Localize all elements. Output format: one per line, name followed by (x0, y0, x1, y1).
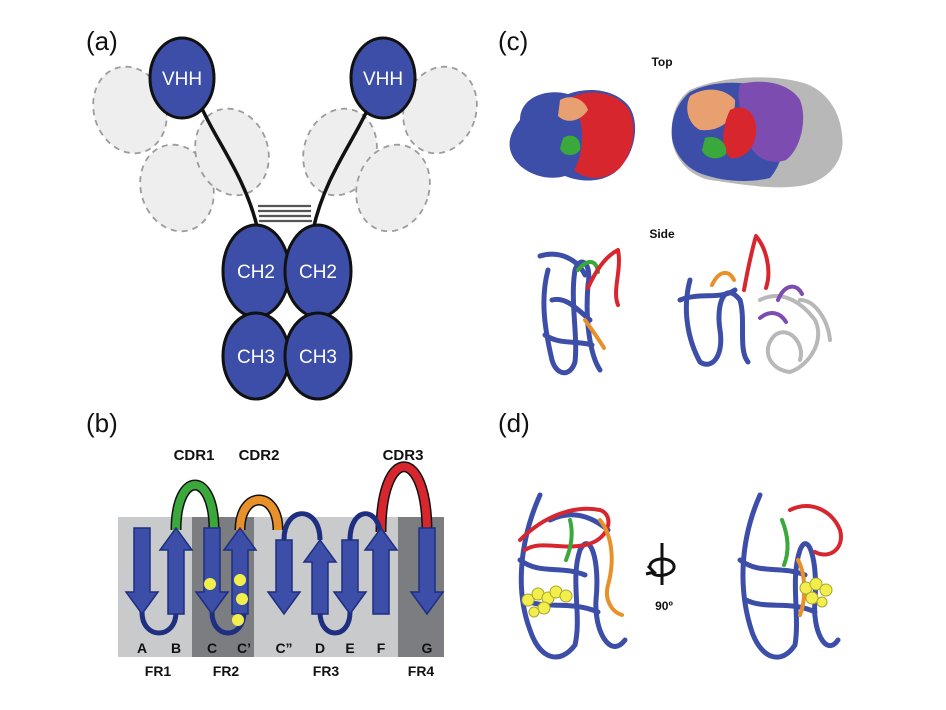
strand-d (302, 538, 338, 615)
loop-ab (139, 611, 179, 636)
strand-label-g: G (422, 640, 433, 656)
vhh-right-label: VHH (363, 69, 403, 90)
vhh-left-label: VHH (162, 69, 202, 90)
strand-label-f: F (377, 640, 386, 656)
ribbon-rotated-framework (737, 492, 841, 660)
ch3-right-label: CH3 (299, 347, 337, 368)
strand-label-e: E (345, 640, 354, 656)
ghost-domains (92, 65, 478, 233)
surface-vhh-cdr1 (560, 135, 581, 156)
strand-label-d: D (315, 640, 325, 656)
ribbon-vhh-front-cdr3 (518, 506, 611, 552)
strand-c-double-prime (266, 539, 302, 616)
fr1-label: FR1 (145, 663, 172, 679)
strand-c (194, 527, 230, 616)
strand-a (124, 527, 160, 616)
rotation-arrowhead (645, 564, 657, 576)
surface-vhh-cdr2 (558, 97, 588, 121)
cdr3-loop (377, 463, 431, 533)
cdr2-loop (236, 496, 282, 531)
surface-vh-cdr3 (723, 107, 757, 159)
ribbon-vh-cdr2 (710, 270, 736, 287)
rotation-symbol (645, 543, 676, 585)
panel-b: (b) (86, 408, 445, 679)
strand-label-c: C (207, 640, 217, 656)
strand-label-c-prime: C’ (237, 640, 251, 656)
vhh-domain-right (349, 36, 417, 120)
ribbon-rotated-cdr1 (780, 518, 790, 567)
ribbon-vhvl-side (677, 234, 832, 374)
ribbon-vhh-front-cdr1 (564, 518, 574, 562)
ch3-domain-right (283, 311, 353, 401)
panel-b-label: (b) (86, 408, 118, 438)
disulfide-bonds (258, 204, 312, 223)
fr2-label: FR2 (213, 663, 240, 679)
side-view-label: Side (649, 227, 675, 241)
ribbon-vh-cdr3 (742, 234, 771, 292)
panel-d: (d) 90º (498, 408, 843, 660)
strand-label-a: A (137, 640, 147, 656)
loop-cd (281, 511, 323, 541)
hinge-region (198, 102, 372, 232)
fr3-label: FR3 (313, 663, 340, 679)
ribbon-vhh-front-cdr2 (598, 518, 624, 617)
ribbon-vl-cdrs (758, 284, 804, 324)
ribbon-vhh-front (517, 492, 628, 660)
strand-e (332, 539, 368, 616)
front-hallmark-residues (521, 585, 573, 618)
rotated-hallmark-residues (799, 577, 833, 608)
panel-c: (c) Top Side (498, 26, 843, 376)
ribbon-vl-framework (758, 294, 832, 374)
ghost-cl-right (355, 143, 431, 233)
ribbon-rotated-cdr3 (788, 504, 843, 557)
loop-de (317, 611, 353, 636)
ribbon-vhh-framework (537, 251, 603, 376)
strand-g (409, 527, 445, 616)
vhh-domain-left (148, 36, 216, 120)
cdr3-label: CDR3 (383, 447, 424, 464)
hallmark-residues (204, 574, 248, 626)
ch3-left-label: CH3 (237, 347, 275, 368)
ribbon-vhh-cdr2 (583, 318, 606, 350)
ribbon-vhh-rotated (737, 492, 843, 660)
surface-vl-cdrs (738, 81, 804, 162)
rotation-label: 90º (655, 599, 673, 613)
ribbon-vhh-cdr3 (586, 248, 621, 307)
ribbon-vhh-front-framework (517, 492, 628, 660)
strand-b (158, 526, 194, 615)
panel-a: (a) VHH VHH CH2 CH2 (86, 26, 478, 401)
surface-vhvl-top (671, 77, 843, 188)
panel-d-label: (d) (498, 408, 530, 438)
panel-c-label: (c) (498, 26, 528, 56)
ribbon-vhh-side (537, 248, 621, 376)
hinge-left-chain (198, 102, 260, 232)
cdr1-loop (172, 481, 218, 531)
ch2-left-label: CH2 (237, 262, 275, 283)
surface-vhh-cdr3 (570, 92, 634, 178)
cdr2-label: CDR2 (239, 447, 280, 464)
strand-label-c-double-prime: C” (275, 640, 292, 656)
ribbon-vh-framework (677, 277, 751, 367)
strand-c-prime (222, 526, 258, 615)
surface-vh-cdr2 (687, 89, 736, 131)
strand-f (363, 526, 399, 615)
top-view-label: Top (651, 55, 672, 69)
beta-strands (124, 526, 445, 616)
surface-vh-cdr1 (702, 136, 727, 159)
rotation-arrow (648, 557, 676, 577)
panel-a-label: (a) (86, 26, 118, 56)
cdr1-label: CDR1 (174, 447, 215, 464)
surface-vhh-top (509, 89, 636, 181)
ch2-right-label: CH2 (299, 262, 337, 283)
strand-label-b: B (171, 640, 181, 656)
fr4-label: FR4 (408, 663, 435, 679)
hinge-right-chain (311, 102, 372, 232)
